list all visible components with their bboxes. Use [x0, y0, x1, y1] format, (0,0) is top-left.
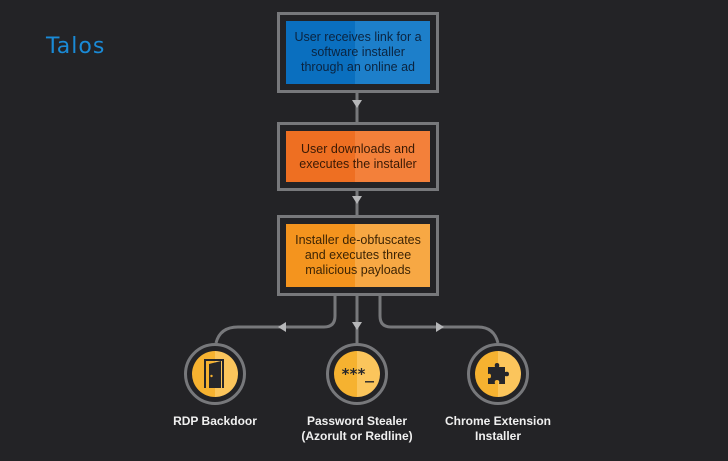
connector-3-right — [378, 295, 500, 344]
talos-logo: Talos — [46, 34, 106, 59]
step-3-box: Installer de-obfuscates and executes thr… — [286, 224, 430, 287]
payload-password-stealer-node: ***_ — [326, 343, 388, 405]
payload-rdp-backdoor-disc — [192, 351, 238, 397]
arrow-3-middle — [352, 322, 362, 330]
arrow-3-left — [278, 322, 286, 332]
door-icon — [204, 359, 224, 388]
payload-chrome-extension-disc — [475, 351, 521, 397]
payload-password-stealer-disc: ***_ — [334, 351, 380, 397]
payload-password-stealer-label: Password Stealer (Azorult or Redline) — [301, 414, 413, 443]
step-3-frame: Installer de-obfuscates and executes thr… — [277, 215, 439, 296]
step-1-frame: User receives link for a software instal… — [277, 12, 439, 93]
step-3-text: Installer de-obfuscates and executes thr… — [295, 233, 421, 277]
password-icon: ***_ — [340, 365, 374, 383]
puzzle-piece-icon — [488, 363, 509, 384]
arrow-3-right — [436, 322, 444, 332]
step-1-box: User receives link for a software instal… — [286, 21, 430, 84]
step-2-frame: User downloads and executes the installe… — [277, 122, 439, 191]
payload-rdp-backdoor-label: RDP Backdoor — [173, 414, 257, 428]
payload-rdp-backdoor-node — [184, 343, 246, 405]
arrow-1-2 — [352, 100, 362, 108]
connector-3-left — [214, 295, 337, 344]
payload-chrome-extension-label: Chrome Extension Installer — [444, 414, 552, 443]
arrow-2-3 — [352, 196, 362, 204]
payload-chrome-extension-node — [467, 343, 529, 405]
step-2-text: User downloads and executes the installe… — [299, 141, 417, 171]
step-2-box: User downloads and executes the installe… — [286, 131, 430, 182]
step-1-text: User receives link for a software instal… — [294, 30, 422, 74]
